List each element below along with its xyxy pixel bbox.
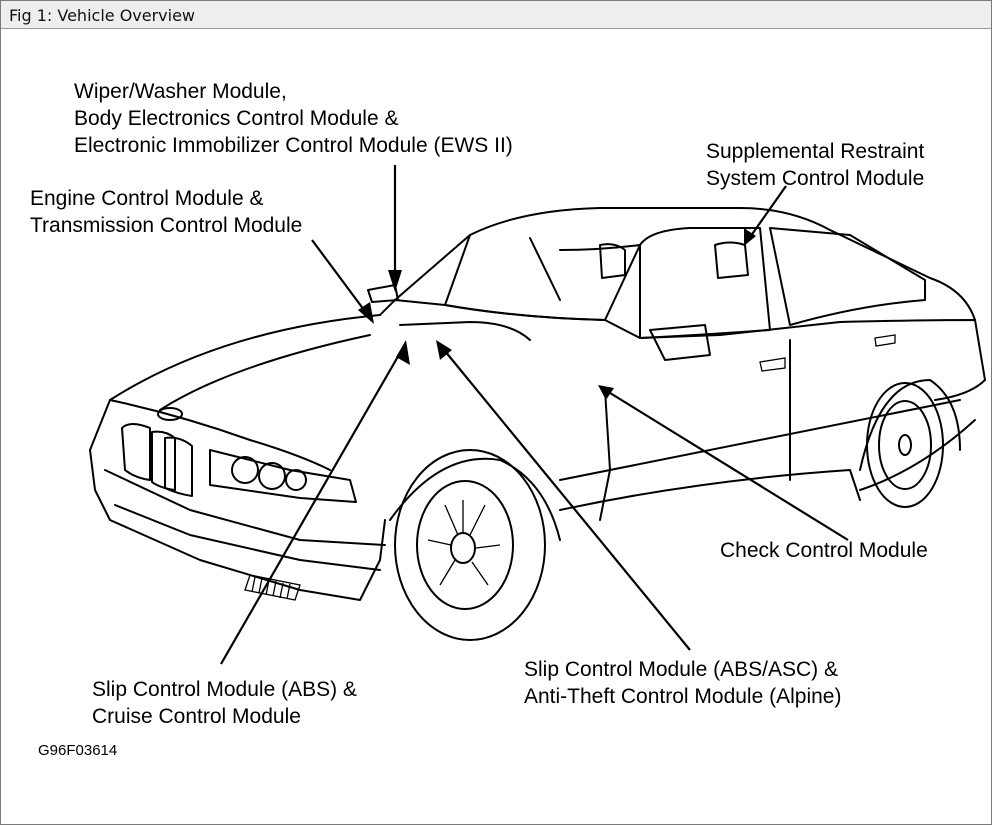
leader-abs — [220, 345, 405, 665]
leader-asc — [439, 344, 691, 651]
label-asc-line1: Slip Control Module (ABS/ASC) & — [524, 658, 838, 681]
label-engine-line1: Engine Control Module & — [30, 187, 264, 210]
figure-title: Fig 1: Vehicle Overview — [9, 6, 196, 25]
leader-srs — [747, 185, 787, 241]
label-check-control: Check Control Module — [720, 539, 928, 562]
figure-code: G96F03614 — [38, 742, 118, 759]
label-asc-line2: Anti-Theft Control Module (Alpine) — [524, 685, 842, 708]
label-abs-line1: Slip Control Module (ABS) & — [92, 678, 357, 701]
title-bar: Fig 1: Vehicle Overview — [1, 1, 991, 29]
car-illustration — [89, 207, 986, 641]
label-srs-line1: Supplemental Restraint — [706, 140, 925, 163]
leader-engine — [311, 239, 371, 319]
label-wiper-washer-line1: Wiper/Washer Module, — [74, 80, 287, 103]
label-abs-line2: Cruise Control Module — [92, 705, 301, 728]
label-wiper-washer-line2: Body Electronics Control Module & — [74, 107, 399, 130]
label-engine-line2: Transmission Control Module — [30, 214, 303, 237]
vehicle-diagram — [89, 165, 986, 665]
callout-leaders — [220, 165, 849, 665]
leader-check — [601, 387, 849, 541]
label-srs-line2: System Control Module — [706, 167, 925, 190]
label-wiper-washer-line3: Electronic Immobilizer Control Module (E… — [74, 134, 513, 157]
